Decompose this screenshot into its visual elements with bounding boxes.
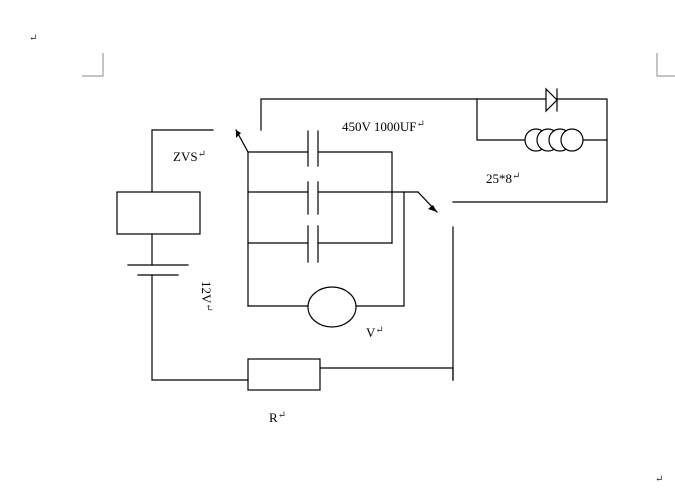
paragraph-mark: ↵: [29, 33, 38, 44]
margin-mark-top-left: [82, 53, 104, 77]
label-zvs: ZVS: [173, 149, 198, 164]
label-resistor-group: R↵: [269, 410, 286, 425]
resistor-r: [247, 358, 321, 391]
label-capacitor: 450V 1000UF: [342, 119, 417, 134]
paragraph-mark: ↵: [197, 149, 206, 160]
paragraph-mark: ↵: [277, 410, 287, 421]
label-coil-group: 25*8↵: [486, 171, 520, 186]
wire-battery-resistor: [151, 274, 249, 381]
zvs-box: [116, 191, 201, 235]
label-coil: 25*8: [486, 171, 512, 186]
voltmeter: [307, 286, 357, 328]
paragraph-mark: ↵: [416, 119, 425, 130]
coil-turn-4: [560, 128, 584, 152]
wire-zvs-top: [151, 129, 214, 193]
label-voltmeter: V: [366, 325, 376, 340]
inductor-coil: [524, 128, 584, 152]
switch-arrow-right: [428, 205, 437, 212]
wire-resistor-right: [319, 367, 454, 381]
label-12v-group: 12V↵: [199, 281, 214, 312]
voltmeter-wire-right: [355, 191, 405, 307]
label-capacitor-group: 450V 1000UF↵: [342, 119, 425, 134]
label-12v: 12V: [199, 281, 214, 304]
label-zvs-group: ZVS↵: [173, 149, 206, 164]
label-resistor: R: [269, 410, 278, 425]
switch-arrow-left: [236, 130, 241, 138]
paragraph-mark: ↵: [512, 171, 521, 182]
paragraph-mark: ↵: [375, 325, 384, 336]
wire-top-loop: [260, 98, 608, 203]
paragraph-mark: ↵: [203, 303, 214, 312]
page-margin-marks: [82, 53, 675, 77]
paragraph-mark: ↵: [655, 474, 664, 485]
cap1-wire-right: [317, 151, 393, 244]
label-voltmeter-group: V↵: [366, 325, 384, 340]
diode-triangle: [545, 87, 558, 113]
margin-mark-top-right: [656, 53, 675, 77]
